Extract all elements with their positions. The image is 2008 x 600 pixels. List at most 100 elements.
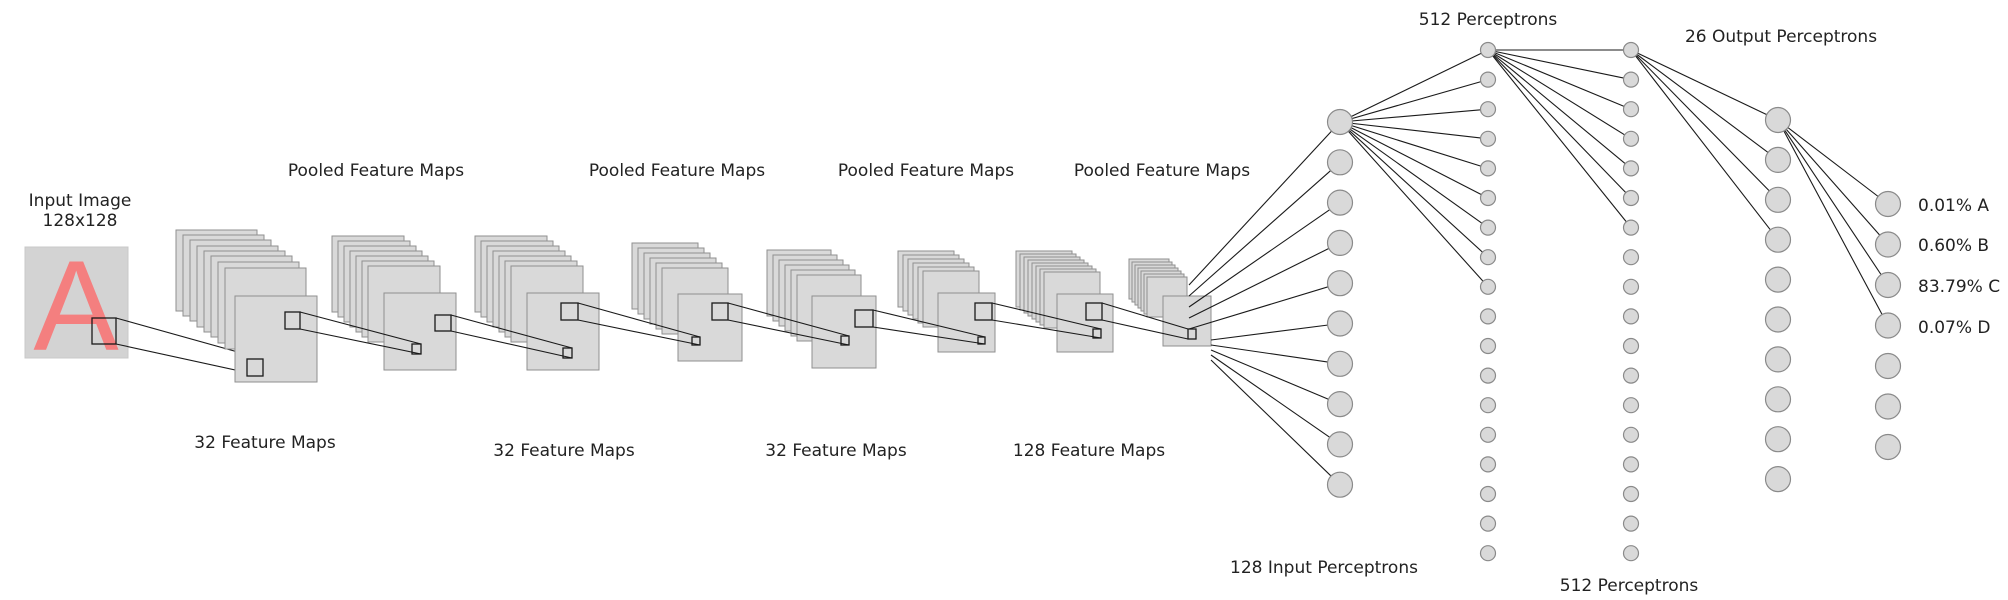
hidden-1-perceptron-node — [1479, 545, 1497, 562]
connection-line — [1339, 121, 1489, 140]
hidden-2-perceptron-node — [1622, 130, 1640, 147]
projection-line — [727, 319, 850, 346]
projection-line — [991, 319, 1102, 339]
hidden-1-perceptron-node — [1479, 130, 1497, 147]
hidden-1-perceptron-node — [1479, 367, 1497, 384]
hidden-layer-2-label: 512 Perceptrons — [1560, 576, 1699, 596]
input-glyph-a: A — [33, 235, 119, 378]
connection-line — [1188, 161, 1341, 297]
output-perceptron-node — [1764, 346, 1792, 373]
stack-pool-4 — [1128, 258, 1212, 347]
connection-line — [1339, 121, 1489, 288]
kernel-window — [562, 347, 573, 359]
hidden-1-perceptron-node — [1479, 249, 1497, 266]
projection-line — [727, 302, 850, 337]
connection-line — [1210, 344, 1341, 365]
connection-line — [1210, 349, 1341, 405]
hidden-2-perceptron-node — [1622, 426, 1640, 443]
input-image-title: Input Image — [29, 191, 132, 211]
hidden-1-perceptron-node — [1479, 101, 1497, 118]
output-perceptron-node — [1764, 186, 1792, 213]
hidden-1-perceptron-node — [1479, 485, 1497, 503]
kernel-window — [411, 343, 422, 355]
prediction-node — [1874, 190, 1902, 218]
hidden-2-perceptron-node — [1622, 397, 1640, 414]
output-perceptron-node — [1764, 466, 1792, 493]
kernel-window — [977, 336, 986, 345]
hidden-2-perceptron-node — [1622, 249, 1640, 266]
hidden-2-perceptron-node — [1622, 337, 1640, 355]
input-perceptron-node — [1326, 229, 1354, 256]
hidden-1-perceptron-node — [1479, 337, 1497, 355]
connection-line — [1777, 119, 1889, 286]
kernel-window — [974, 302, 993, 321]
input-perceptron-node — [1326, 270, 1354, 297]
kernel-window — [711, 302, 729, 321]
hidden-layer-1-label: 512 Perceptrons — [1419, 10, 1558, 30]
stack-pool-2 — [631, 242, 743, 362]
output-perceptron-node — [1764, 226, 1792, 253]
hidden-1-perceptron-node — [1479, 219, 1497, 236]
connection-line — [1339, 79, 1489, 123]
projection-line — [872, 309, 986, 338]
connection-line — [1339, 121, 1489, 169]
prediction-node — [1874, 352, 1902, 380]
input-perceptron-node — [1326, 149, 1354, 176]
hidden-2-perceptron-node — [1622, 515, 1640, 532]
input-image: A — [24, 235, 129, 378]
prediction-label: 0.07% D — [1918, 318, 1991, 338]
hidden-2-perceptron-node — [1622, 101, 1640, 118]
stage-2-top-label: Pooled Feature Maps — [589, 161, 765, 181]
projection-line — [299, 328, 422, 355]
stage-1-bottom-label: 32 Feature Maps — [194, 433, 336, 453]
hidden-1-perceptron-node — [1479, 71, 1497, 88]
connection-line — [1339, 121, 1489, 229]
projection-line — [577, 302, 701, 338]
kernel-window — [854, 309, 874, 328]
projection-line — [299, 311, 422, 345]
kernel-window — [840, 335, 850, 346]
hidden-1-perceptron-node — [1479, 41, 1497, 59]
kernel-window — [1085, 302, 1103, 321]
stage-4-top-label: Pooled Feature Maps — [1074, 161, 1250, 181]
connection-line — [1188, 202, 1341, 308]
connection-line — [1487, 49, 1632, 199]
input-perceptron-node — [1326, 471, 1354, 498]
hidden-2-perceptron-node — [1622, 308, 1640, 325]
stage-2-bottom-label: 32 Feature Maps — [493, 441, 635, 461]
output-perceptrons-label: 26 Output Perceptrons — [1685, 27, 1877, 47]
hidden-1-perceptron-node — [1479, 278, 1497, 295]
prediction-label: 0.60% B — [1918, 236, 1989, 256]
stage-3-top-label: Pooled Feature Maps — [838, 161, 1014, 181]
connection-line — [1630, 49, 1779, 241]
projection-line — [1101, 319, 1189, 340]
hidden-2-perceptron-node — [1622, 219, 1640, 236]
output-perceptron-node — [1764, 386, 1792, 413]
kernel-window — [246, 358, 264, 377]
projection-line — [450, 330, 573, 359]
input-perceptron-node — [1326, 189, 1354, 216]
input-perceptron-node — [1326, 310, 1354, 337]
output-perceptron-node — [1764, 146, 1792, 173]
connection-line — [1487, 49, 1632, 228]
kernel-window — [1092, 328, 1102, 339]
stack-conv-3 — [766, 249, 877, 369]
input-perceptron-node — [1326, 350, 1354, 377]
hidden-1-perceptron-node — [1479, 456, 1497, 473]
dense-connections — [1188, 49, 1889, 486]
connection-line — [1210, 322, 1341, 341]
hidden-2-perceptron-node — [1622, 71, 1640, 88]
connection-line — [1339, 121, 1489, 199]
connection-line — [1487, 49, 1632, 140]
kernel-window — [560, 302, 579, 321]
dense-nodes — [1326, 41, 1902, 562]
connection-line — [1339, 121, 1489, 258]
stage-4-bottom-label: 128 Feature Maps — [1013, 441, 1165, 461]
hidden-1-perceptron-node — [1479, 397, 1497, 414]
prediction-node — [1874, 393, 1902, 420]
kernel-window — [1187, 328, 1197, 340]
kernel-window — [434, 314, 452, 332]
hidden-2-perceptron-node — [1622, 160, 1640, 177]
hidden-2-perceptron-node — [1622, 456, 1640, 473]
